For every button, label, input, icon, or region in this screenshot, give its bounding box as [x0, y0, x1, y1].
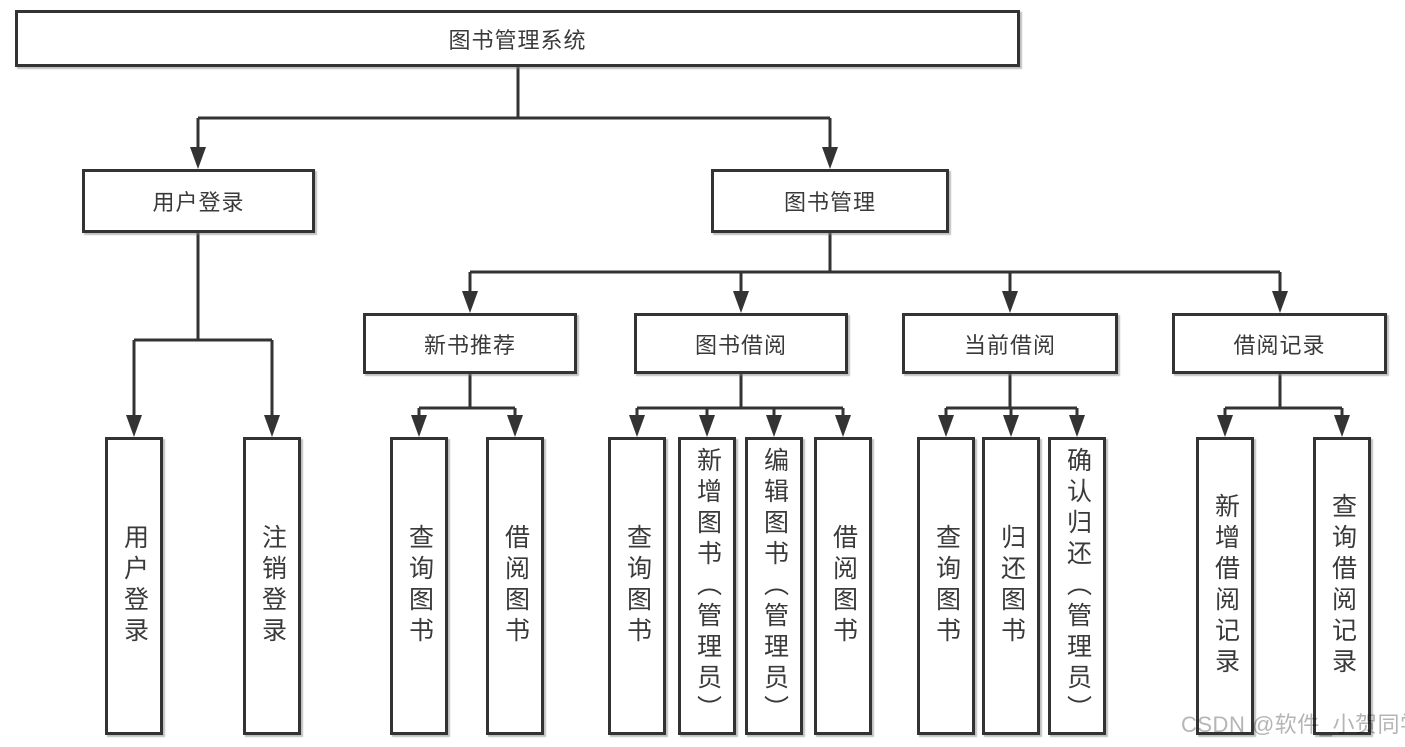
node-user-login-module-label: 用户登录: [152, 190, 245, 215]
node-user-login: 用户登录: [105, 437, 163, 735]
node-borrow-borrow-books: 借阅图书: [814, 437, 872, 735]
arrowheads-level2: [190, 147, 838, 169]
node-borrow-add-books-admin: 新增图书（管理员）: [678, 437, 736, 735]
connector-borrow-branch: [635, 373, 845, 418]
watermark-text: CSDN @软件_小贺同学: [1181, 712, 1405, 737]
node-borrow-query-books-label: 查询图书: [623, 524, 652, 648]
arrowheads-level3: [462, 291, 1288, 313]
node-current-borrowing: 当前借阅: [902, 313, 1118, 374]
node-records-add-record-label: 新增借阅记录: [1211, 493, 1240, 679]
node-current-return-books-label: 归还图书: [997, 524, 1026, 648]
connector-current-branch: [944, 373, 1079, 418]
arrowheads-current-branch: [938, 415, 1085, 437]
node-book-borrowing: 图书借阅: [634, 313, 848, 374]
node-borrow-edit-books-admin-label: 编辑图书（管理员）: [760, 446, 789, 726]
node-user-login-label: 用户登录: [120, 524, 149, 648]
node-new-book-recommend: 新书推荐: [363, 313, 577, 374]
node-records-add-record: 新增借阅记录: [1196, 437, 1254, 735]
node-current-query-books: 查询图书: [917, 437, 975, 735]
arrowheads-login-branch: [126, 415, 280, 437]
node-recommend-borrow-books-label: 借阅图书: [501, 524, 530, 648]
node-borrow-query-books: 查询图书: [608, 437, 666, 735]
node-recommend-borrow-books: 借阅图书: [486, 437, 544, 735]
node-records-query-record: 查询借阅记录: [1313, 437, 1371, 735]
node-root-label: 图书管理系统: [448, 27, 587, 53]
node-current-return-books: 归还图书: [982, 437, 1040, 735]
node-borrow-add-books-admin-label: 新增图书（管理员）: [693, 446, 722, 726]
node-current-confirm-return-admin-label: 确认归还（管理员）: [1063, 446, 1092, 726]
connector-login-branch: [132, 232, 274, 418]
connector-manage-to-level3: [468, 232, 1282, 295]
arrowheads-recommend-branch: [411, 415, 523, 437]
node-borrow-borrow-books-label: 借阅图书: [829, 524, 858, 648]
node-borrow-edit-books-admin: 编辑图书（管理员）: [745, 437, 803, 735]
node-recommend-query-books: 查询图书: [390, 437, 448, 735]
node-user-login-module: 用户登录: [82, 169, 315, 233]
node-root-system: 图书管理系统: [15, 10, 1020, 67]
arrowheads-borrow-branch: [629, 415, 851, 437]
node-records-query-record-label: 查询借阅记录: [1328, 493, 1357, 679]
node-book-management-module: 图书管理: [711, 169, 949, 233]
arrowheads-records-branch: [1217, 415, 1350, 437]
node-current-confirm-return-admin: 确认归还（管理员）: [1048, 437, 1106, 735]
node-current-borrowing-label: 当前借阅: [963, 332, 1056, 358]
node-logout-label: 注销登录: [258, 524, 287, 648]
connector-records-branch: [1223, 373, 1344, 418]
node-borrowing-records: 借阅记录: [1172, 313, 1387, 374]
node-current-query-books-label: 查询图书: [932, 524, 961, 648]
node-new-book-recommend-label: 新书推荐: [423, 332, 516, 358]
node-book-management-module-label: 图书管理: [783, 190, 876, 215]
node-logout: 注销登录: [243, 437, 301, 735]
node-recommend-query-books-label: 查询图书: [405, 524, 434, 648]
connector-root-to-level2: [196, 66, 832, 150]
node-borrowing-records-label: 借阅记录: [1233, 332, 1326, 358]
connector-recommend-branch: [417, 373, 517, 418]
node-book-borrowing-label: 图书借阅: [694, 332, 787, 358]
